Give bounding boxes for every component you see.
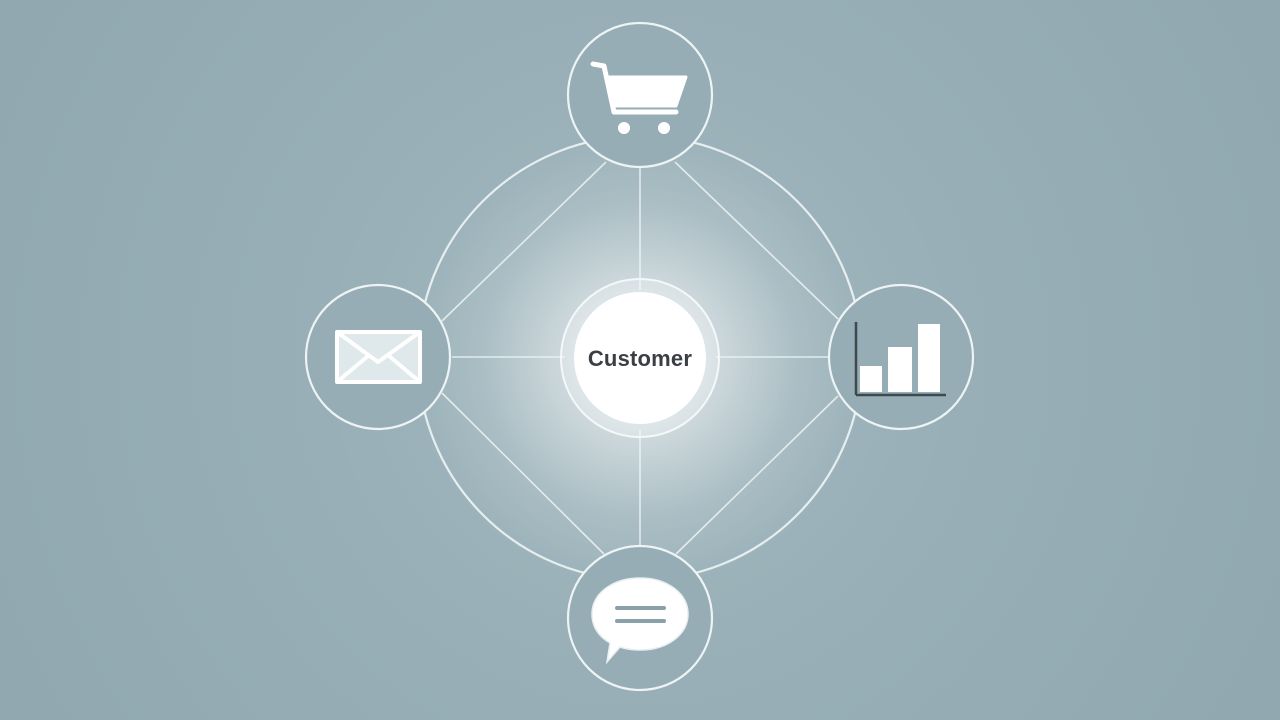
envelope-icon <box>335 330 422 384</box>
center-circle <box>574 292 706 424</box>
connector-top-right <box>674 161 839 320</box>
connector-top-left <box>441 161 607 322</box>
node-analytics[interactable] <box>827 283 975 431</box>
bar-chart-icon <box>854 322 946 397</box>
connector-bottom-right <box>675 395 839 555</box>
node-customer-center[interactable]: Customer <box>560 278 720 438</box>
node-shopping-cart[interactable] <box>566 21 714 169</box>
shopping-cart-icon <box>590 61 688 134</box>
connector-lines <box>441 161 839 555</box>
center-label: Customer <box>588 346 693 371</box>
node-chat[interactable] <box>566 544 714 692</box>
node-email[interactable] <box>304 283 452 431</box>
connector-bottom-left <box>441 392 605 555</box>
speech-bubble-icon <box>591 577 689 665</box>
